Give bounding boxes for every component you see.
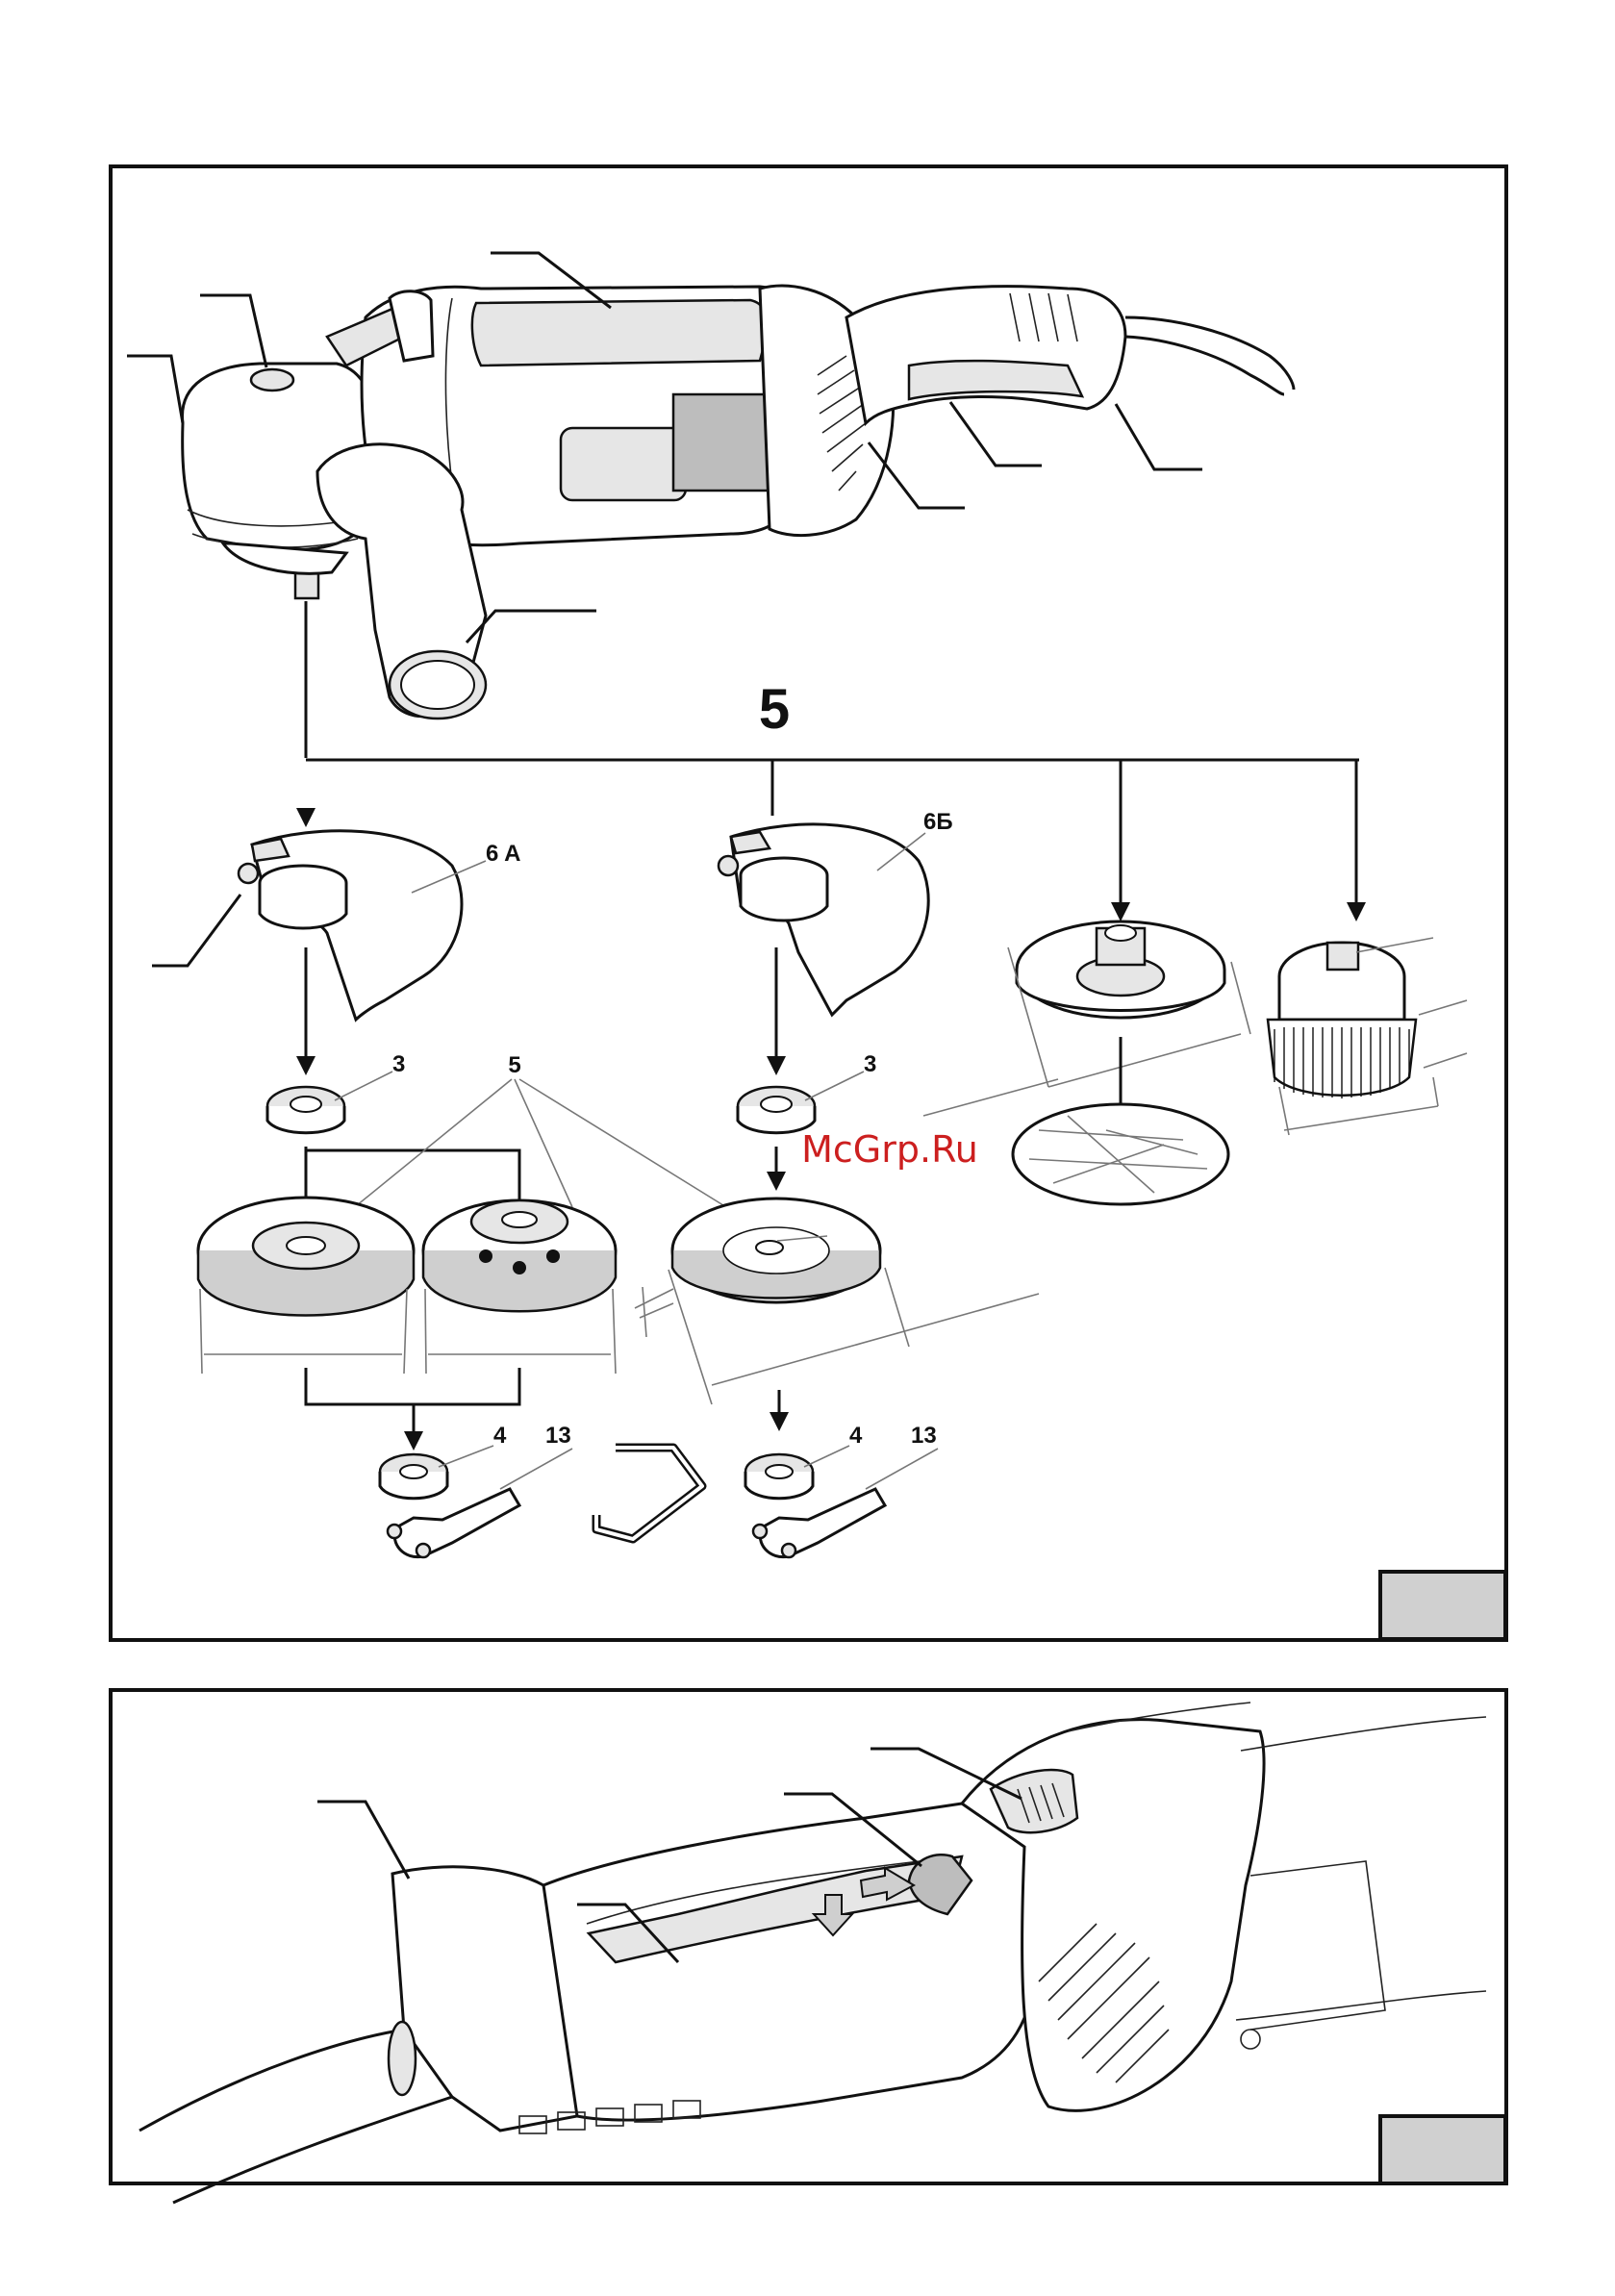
guard-a-label: 6 A	[486, 841, 520, 867]
cup-wire-brush	[1268, 943, 1416, 1098]
flange-4-left	[380, 1454, 447, 1499]
arrow-down-icon	[1347, 902, 1366, 921]
split-arrows	[306, 1147, 519, 1202]
discs-label: 5	[508, 1052, 520, 1078]
sanding-disc	[1013, 1104, 1228, 1204]
guard-6b	[719, 824, 928, 1015]
wrench-left-label: 13	[545, 1423, 571, 1449]
arrow-down-icon	[767, 1172, 786, 1191]
angle-grinder	[183, 286, 1294, 719]
arrow-down-icon	[767, 1056, 786, 1075]
grinding-disc-1	[198, 1198, 414, 1316]
arrow-down-icon	[404, 1431, 423, 1451]
clamp-nut-3-right	[738, 1087, 815, 1133]
grinder-handle-closeup	[139, 1703, 1486, 2203]
flange-left-label: 4	[493, 1423, 507, 1449]
cutting-disc	[672, 1198, 880, 1302]
spindle-lock-button-icon	[251, 369, 293, 391]
converge-lines	[306, 1368, 519, 1433]
grinding-disc-2	[423, 1200, 616, 1311]
guard-clamp-screw-icon	[719, 856, 738, 875]
leader-guard-screw	[152, 895, 240, 966]
figure-badge-top	[1380, 1572, 1505, 1639]
backing-pad	[1017, 921, 1224, 1018]
figure-badge-bottom	[1380, 2116, 1505, 2183]
arrow-down-icon	[1111, 902, 1130, 921]
guard-clamp-screw-icon	[239, 864, 258, 883]
nut-left-label: 3	[392, 1051, 405, 1077]
figure-number-label: 5	[759, 678, 790, 741]
guard-b-label: 6Б	[923, 809, 953, 835]
arrow-down-icon	[296, 808, 315, 827]
nut-right-label: 3	[864, 1051, 876, 1077]
clamp-nut-3-left	[267, 1087, 344, 1133]
wrench-right-label: 13	[911, 1423, 937, 1449]
flange-4-right	[745, 1454, 813, 1499]
flange-right-label: 4	[849, 1423, 863, 1449]
guard-6a	[239, 831, 462, 1020]
watermark-text: McGrp.Ru	[801, 1128, 978, 1171]
arrow-down-icon	[296, 1056, 315, 1075]
arrow-down-icon	[770, 1412, 789, 1431]
